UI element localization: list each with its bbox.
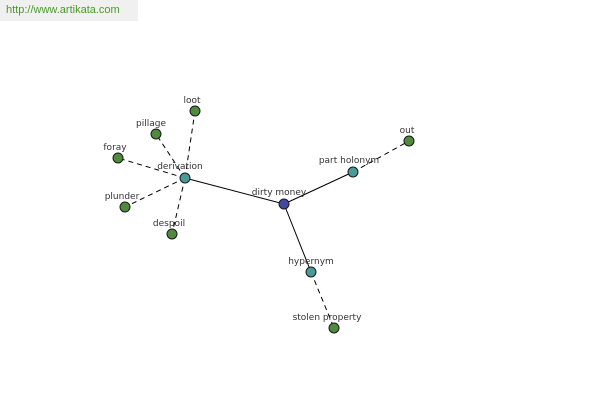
node-label-out: out [400, 126, 415, 136]
edge-derivation-to-despoil [171, 177, 186, 235]
node-loot[interactable] [189, 105, 201, 117]
source-url-link[interactable]: http://www.artikata.com [6, 4, 120, 16]
node-label-derivation: derivation [157, 162, 203, 172]
node-hypernym[interactable] [305, 266, 317, 278]
graph-nodes [112, 105, 415, 334]
graph-edges [117, 110, 410, 329]
node-stolen-property[interactable] [328, 322, 340, 334]
edge-derivation-to-plunder [124, 177, 186, 208]
node-label-stolen-property: stolen property [293, 313, 363, 323]
graph-labels: dirty money derivation part holonym hyperny… [103, 96, 414, 323]
node-label-pillage: pillage [136, 119, 166, 129]
node-label-despoil: despoil [153, 219, 185, 229]
source-url-bar: http://www.artikata.com [0, 0, 138, 21]
edge-dirty-money-to-part-holonym [283, 171, 354, 205]
edge-derivation-to-loot [184, 110, 196, 179]
edge-dirty-money-to-hypernym [283, 203, 312, 273]
node-out[interactable] [403, 135, 415, 147]
node-despoil[interactable] [166, 228, 178, 240]
node-label-part-holonym: part holonym [319, 156, 379, 166]
node-label-dirty-money: dirty money [252, 188, 307, 198]
node-label-hypernym: hypernym [288, 257, 334, 267]
edge-part-holonym-to-out [352, 140, 410, 173]
node-derivation[interactable] [179, 172, 191, 184]
node-part-holonym[interactable] [347, 166, 359, 178]
node-label-loot: loot [183, 96, 201, 106]
edge-dirty-money-to-derivation [184, 177, 285, 205]
node-foray[interactable] [112, 152, 124, 164]
node-plunder[interactable] [119, 201, 131, 213]
node-label-plunder: plunder [105, 192, 140, 202]
node-label-foray: foray [103, 143, 127, 153]
edge-derivation-to-foray [117, 157, 186, 179]
node-dirty-money[interactable] [278, 198, 290, 210]
edge-hypernym-to-stolen-property [310, 271, 335, 329]
node-pillage[interactable] [150, 128, 162, 140]
